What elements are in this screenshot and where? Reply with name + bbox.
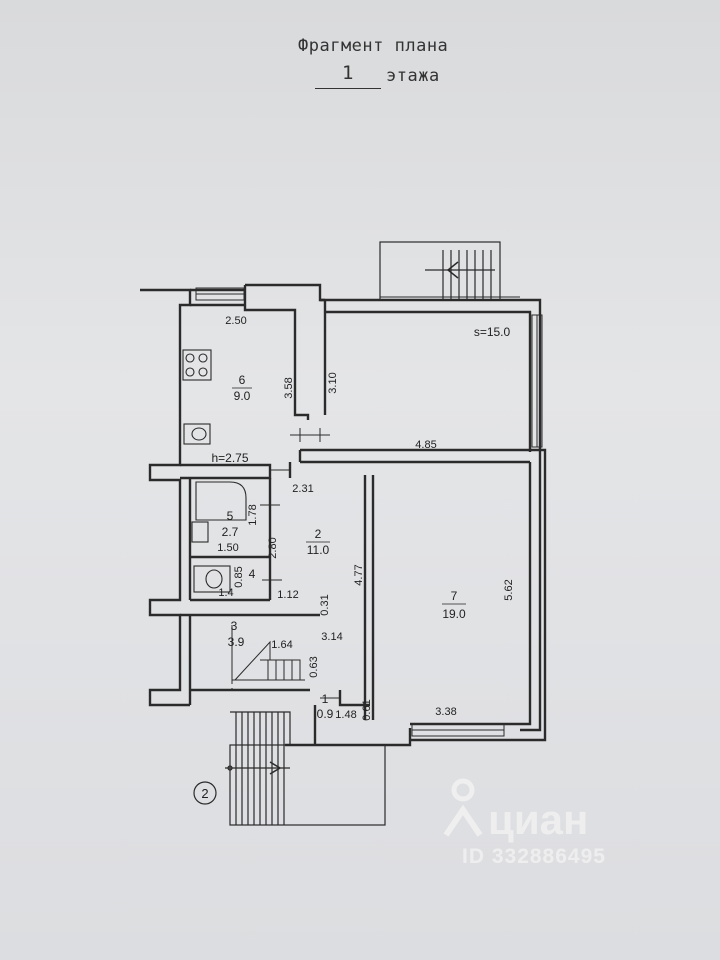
dim-3-10: 3.10: [327, 372, 339, 393]
floor-number-underline: [315, 88, 381, 89]
dim-4-77: 4.77: [353, 564, 365, 585]
dim-3-14: 3.14: [321, 631, 342, 643]
dim-3-38: 3.38: [435, 706, 456, 718]
dim-2-50: 2.50: [225, 315, 246, 327]
dimension-labels: 2.50 3.58 3.10 4.85 2.31 1.78 2.80 1.50 …: [217, 315, 515, 721]
dim-0-85: 0.85: [233, 566, 245, 587]
entry-staircase: [225, 711, 386, 826]
stair-bottom-wall: [188, 615, 310, 705]
dim-1-50: 1.50: [217, 542, 238, 554]
room-1-number: 1: [322, 692, 329, 706]
room7-left-wall: [363, 475, 375, 720]
room-3-area: 3.9: [228, 635, 245, 649]
room-1-area: 0.9: [317, 707, 334, 721]
walls: [140, 283, 547, 747]
dim-2-31: 2.31: [292, 483, 313, 495]
fixtures: [182, 349, 247, 593]
entrance-marker-label: 2: [201, 786, 208, 801]
terrace-area: s=15.0: [474, 325, 511, 339]
dim-0-63: 0.63: [308, 656, 320, 677]
windows: [195, 287, 543, 737]
room-5-number: 5: [227, 509, 234, 523]
room-7-number: 7: [451, 589, 458, 603]
kitchen-wall: [243, 283, 325, 420]
toilet-icon: [193, 565, 231, 593]
floor-number: 1: [342, 62, 354, 84]
watermark-brand: циан: [488, 796, 589, 843]
room-4-number: 4: [249, 567, 256, 581]
sink-icon: [183, 423, 211, 445]
dim-4-85: 4.85: [415, 439, 436, 451]
room-7-area: 19.0: [442, 607, 466, 621]
dim-5-62: 5.62: [503, 579, 515, 600]
plan-title: Фрагмент плана: [298, 36, 449, 56]
stove-icon: [182, 349, 212, 381]
watermark-id: ID 332886495: [462, 845, 606, 868]
dim-0-31: 0.31: [319, 594, 331, 615]
dim-3-58: 3.58: [283, 377, 295, 398]
room-2-area: 11.0: [307, 543, 330, 557]
right-exterior-wall: [300, 448, 547, 742]
room-6-area: 9.0: [234, 389, 251, 403]
room-3-number: 3: [231, 619, 238, 633]
doors: [260, 428, 340, 699]
bath-sink-icon: [191, 521, 209, 543]
top-staircase: [379, 241, 501, 301]
room-6-number: 6: [239, 373, 246, 387]
dim-1-78: 1.78: [247, 504, 259, 525]
dim-2-80: 2.80: [267, 537, 279, 558]
bathroom-walls: [188, 478, 272, 602]
watermark-logo-icon: [443, 778, 483, 837]
room-5-area: 2.7: [222, 525, 239, 539]
dim-1-4: 1.4: [218, 587, 233, 599]
terrace-outline: [320, 298, 542, 732]
ceiling-height: h=2.75: [211, 451, 248, 465]
dim-1-64: 1.64: [271, 639, 292, 651]
dim-1-48: 1.48: [335, 709, 356, 721]
dim-1-12: 1.12: [277, 589, 298, 601]
entrance-marker: 2: [193, 781, 217, 805]
bathtub-icon: [195, 481, 247, 521]
room-2-number: 2: [315, 527, 322, 541]
left-exterior-wall: [140, 288, 192, 707]
room-labels: 6 9.0 5 2.7 4 2 11.0 3 3.9 1 0.9 7 19.0 …: [211, 325, 510, 721]
internal-staircase: [231, 625, 305, 690]
floor-suffix: этажа: [386, 66, 440, 86]
dim-0-61: 0.61: [361, 699, 373, 720]
